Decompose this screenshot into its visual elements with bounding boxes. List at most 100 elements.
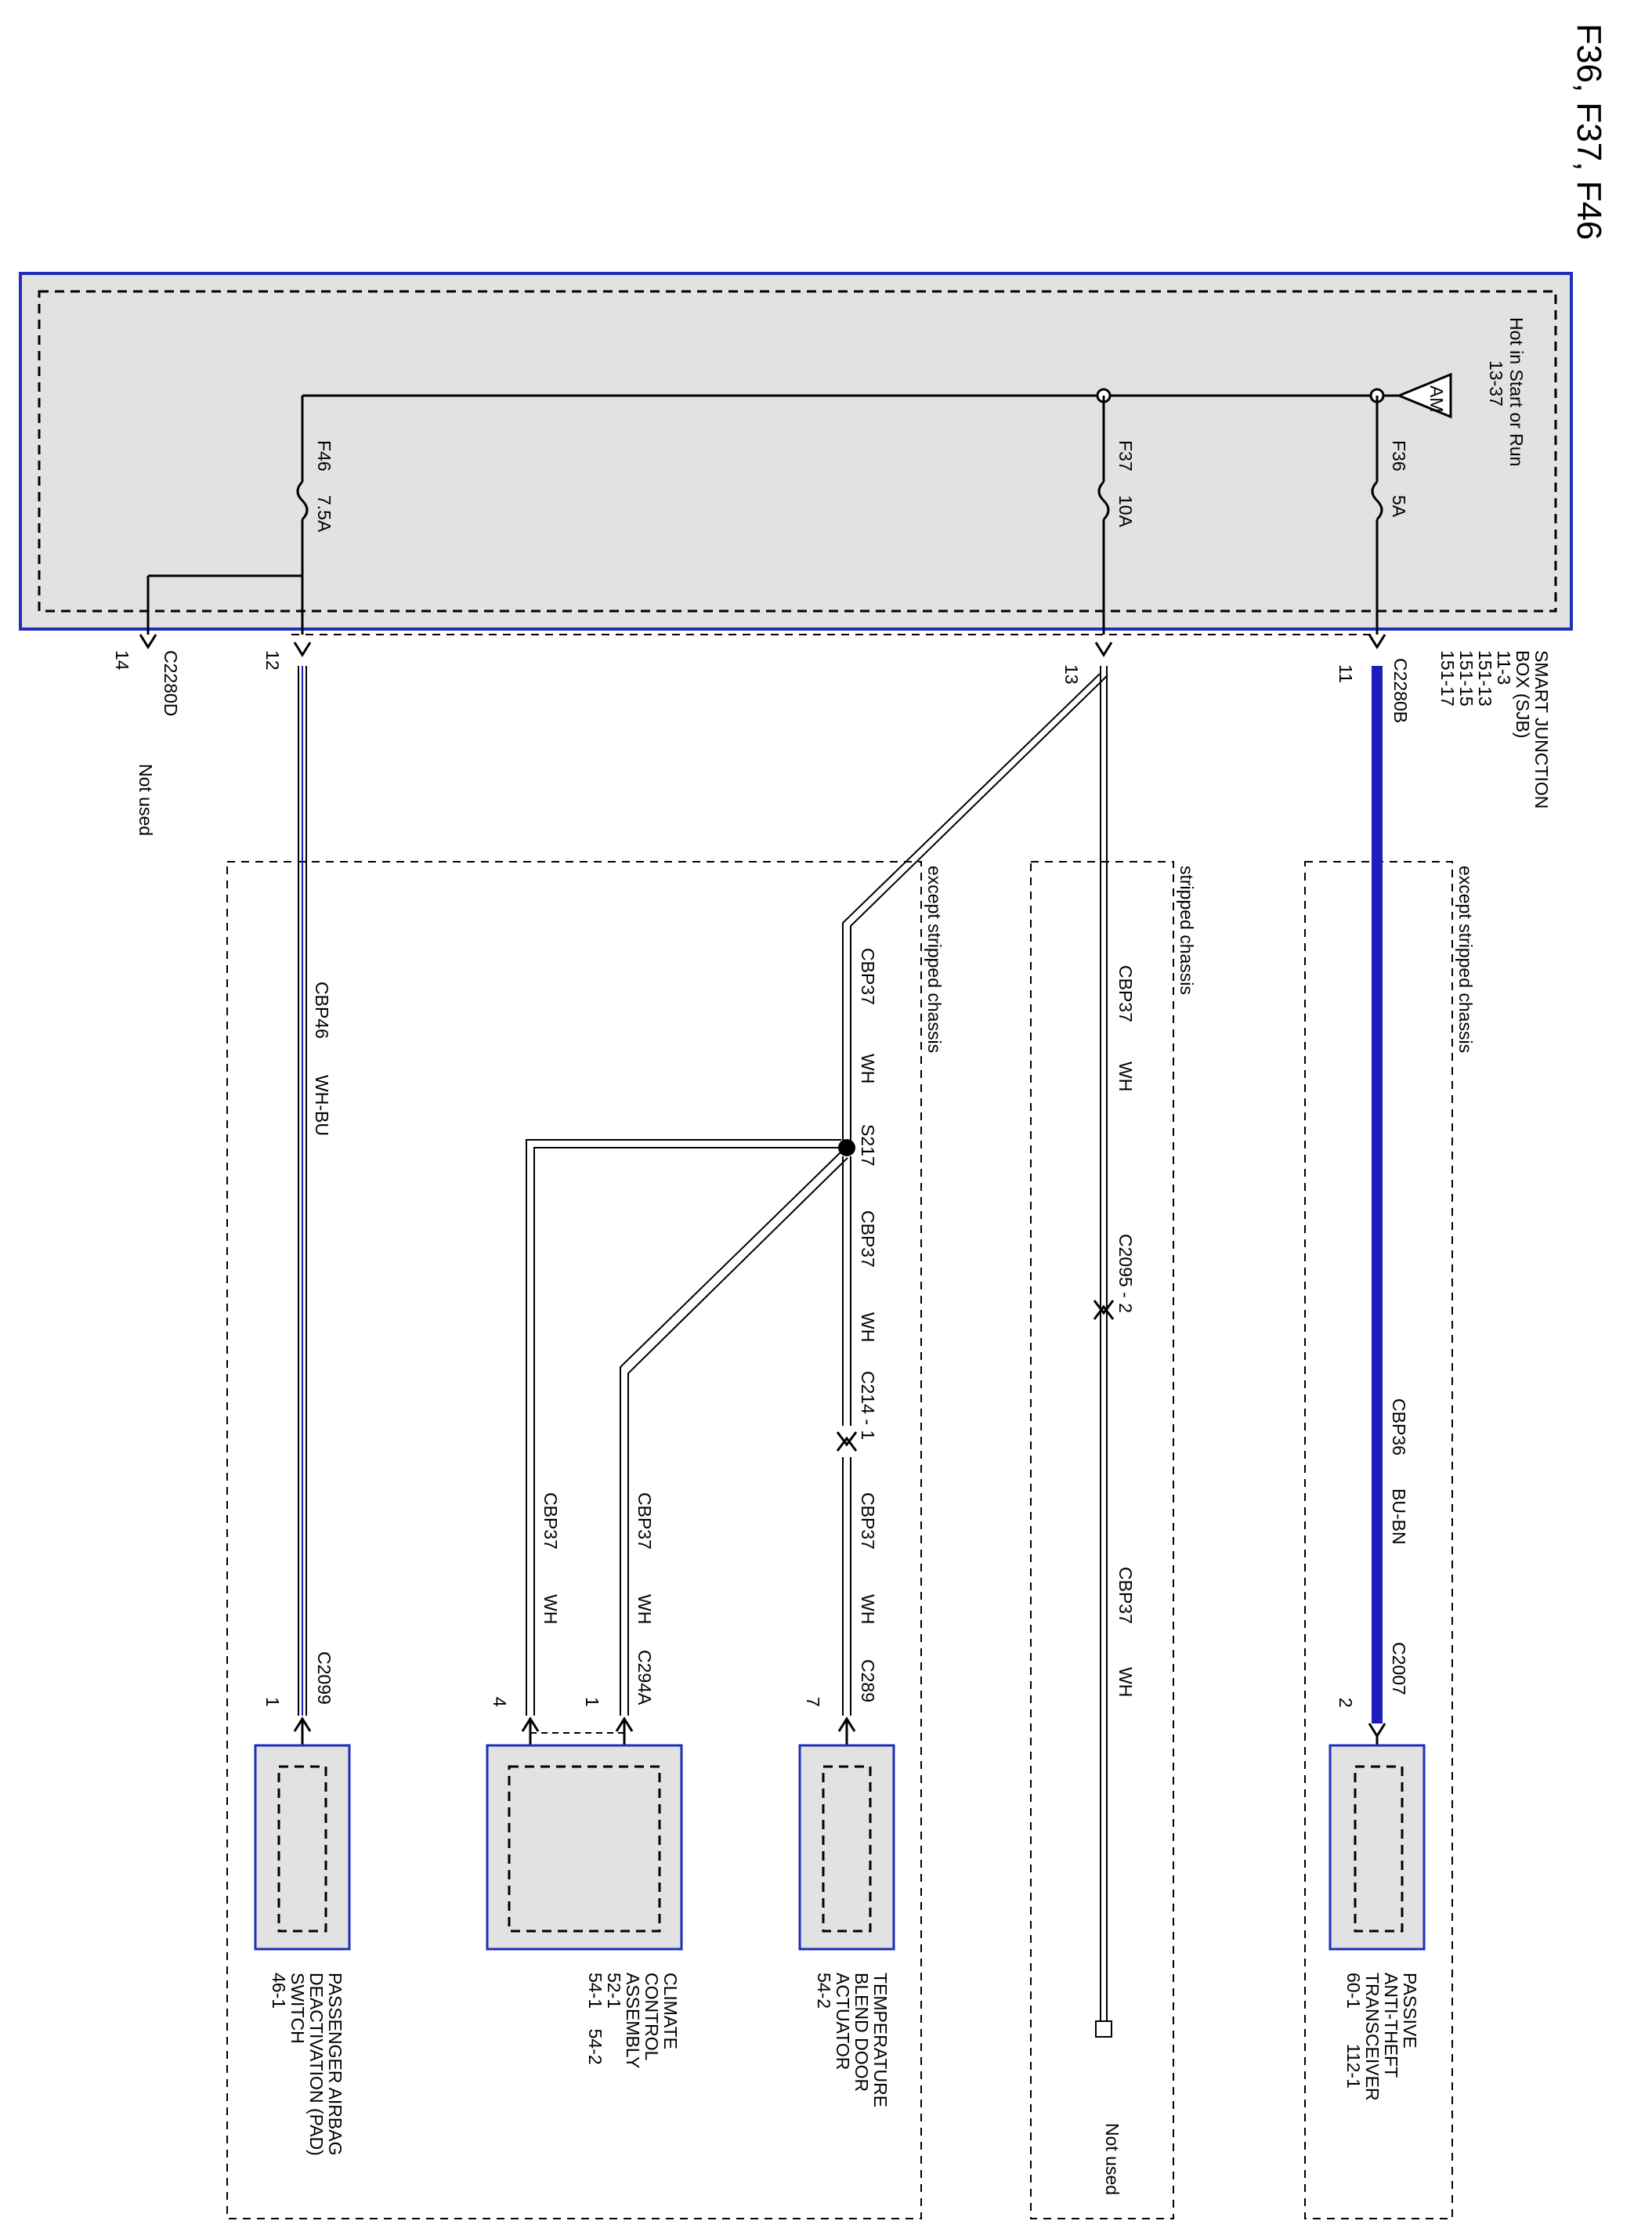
- svg-text:151-15: 151-15: [1456, 650, 1477, 707]
- svg-text:CONTROL: CONTROL: [642, 1973, 662, 2061]
- svg-text:F46: F46: [314, 440, 334, 472]
- connector-c2280b: C2280B: [1390, 658, 1411, 723]
- svg-text:WH: WH: [1115, 1062, 1136, 1091]
- svg-text:CBP46: CBP46: [312, 982, 332, 1039]
- smart-junction-box: AM Hot in Start or Run 13-37 F36 5A F37 …: [19, 272, 1573, 635]
- connector-c2099: C2099 1: [262, 1651, 334, 1767]
- component-climate-control-assembly: CLIMATE CONTROL ASSEMBLY 52-1 54-1 54-2: [486, 1744, 683, 2068]
- wire-cbp37-stripped: CBP37 WH CBP37 WH: [1100, 666, 1136, 2021]
- svg-text:C2007: C2007: [1389, 1642, 1409, 1695]
- svg-text:60-1 112-1: 60-1 112-1: [1343, 1973, 1364, 2089]
- region-right-label: except stripped chassis: [1455, 866, 1476, 1053]
- svg-text:46-1: 46-1: [269, 1973, 289, 2009]
- svg-text:ANTI-THEFT: ANTI-THEFT: [1381, 1973, 1401, 2078]
- wire-cbp37-to-s217: CBP37 WH: [842, 673, 1108, 1144]
- svg-text:WH: WH: [858, 1594, 878, 1624]
- svg-text:C214 - 1: C214 - 1: [858, 1371, 878, 1440]
- svg-text:7: 7: [803, 1697, 823, 1707]
- inline-connector-c214: C214 - 1: [836, 1371, 878, 1452]
- svg-text:11-3: 11-3: [1494, 650, 1514, 685]
- svg-text:BU-BN: BU-BN: [1389, 1488, 1409, 1545]
- sjb-connector-chevrons: [139, 634, 1386, 657]
- region-middle-label: stripped chassis: [1177, 866, 1197, 995]
- svg-text:CBP37: CBP37: [1115, 965, 1136, 1022]
- svg-text:C2099: C2099: [314, 1651, 334, 1705]
- svg-text:151-17: 151-17: [1437, 650, 1458, 707]
- svg-text:CBP37: CBP37: [634, 1492, 655, 1550]
- svg-text:DEACTIVATION (PAD): DEACTIVATION (PAD): [306, 1973, 327, 2156]
- region-left: [226, 861, 922, 2219]
- wire-cbp37-c294a-pin1: CBP37 WH: [620, 1151, 848, 1716]
- svg-text:CBP37: CBP37: [858, 948, 878, 1005]
- region-left-label: except stripped chassis: [924, 866, 945, 1053]
- connector-c289: C289 7: [803, 1659, 878, 1767]
- am-relay-symbol: AM: [1396, 372, 1452, 419]
- svg-text:CLIMATE: CLIMATE: [660, 1973, 681, 2049]
- wire-cbp37-c289: CBP37 WH: [842, 1457, 878, 1716]
- svg-text:CBP36: CBP36: [1389, 1398, 1409, 1456]
- fuse-f37: F37 10A: [1097, 396, 1136, 635]
- svg-text:C294A: C294A: [634, 1650, 655, 1705]
- svg-text:WH: WH: [540, 1594, 561, 1624]
- svg-text:TEMPERATURE: TEMPERATURE: [870, 1973, 891, 2107]
- svg-text:S217: S217: [858, 1124, 878, 1166]
- connector-c2007: C2007 2: [1336, 1642, 1409, 1769]
- svg-text:WH: WH: [858, 1312, 878, 1342]
- component-pats: PASSIVE ANTI-THEFT TRANSCEIVER 60-1 112-…: [1328, 1744, 1426, 2101]
- pin-14: 14: [112, 650, 132, 671]
- fuse-f46: F46 7.5A: [146, 396, 334, 635]
- not-used-d14: Not used: [136, 764, 156, 836]
- svg-text:5A: 5A: [1389, 495, 1409, 518]
- svg-text:4: 4: [490, 1697, 510, 1707]
- svg-text:10A: 10A: [1115, 495, 1136, 528]
- svg-text:ACTUATOR: ACTUATOR: [833, 1973, 853, 2070]
- svg-text:WH: WH: [634, 1594, 655, 1624]
- svg-text:BOX (SJB): BOX (SJB): [1513, 650, 1533, 738]
- svg-text:WH: WH: [858, 1054, 878, 1083]
- component-pad-switch: PASSENGER AIRBAG DEACTIVATION (PAD) SWIT…: [254, 1744, 351, 2156]
- svg-text:1: 1: [582, 1697, 602, 1707]
- svg-text:AM: AM: [1426, 385, 1447, 413]
- svg-text:2: 2: [1336, 1698, 1356, 1708]
- svg-text:WH: WH: [1115, 1667, 1136, 1697]
- supply-label: Hot in Start or Run: [1506, 317, 1527, 466]
- svg-text:BLEND DOOR: BLEND DOOR: [851, 1973, 872, 2092]
- svg-text:CBP37: CBP37: [858, 1492, 878, 1550]
- inline-connector-c2095: C2095 - 2: [1093, 1234, 1136, 1320]
- supply-ref: 13-37: [1486, 360, 1506, 407]
- fuse-f36: F36 5A: [1371, 396, 1409, 635]
- pin-13: 13: [1061, 664, 1082, 685]
- svg-text:F37: F37: [1115, 440, 1136, 472]
- svg-text:54-1 54-2: 54-1 54-2: [585, 1973, 605, 2065]
- wire-cbp36: CBP36 BU-BN: [1372, 666, 1409, 1723]
- svg-text:Not used: Not used: [1102, 2123, 1122, 2195]
- svg-text:TRANSCEIVER: TRANSCEIVER: [1362, 1973, 1383, 2101]
- region-middle: [1030, 861, 1174, 2219]
- page-title: F36, F37, F46: [1570, 24, 1608, 240]
- svg-text:C289: C289: [858, 1659, 878, 1702]
- svg-text:CBP37: CBP37: [540, 1492, 561, 1550]
- svg-text:1: 1: [262, 1697, 283, 1707]
- svg-text:SMART JUNCTION: SMART JUNCTION: [1531, 650, 1552, 808]
- svg-text:54-2: 54-2: [814, 1973, 834, 2009]
- splice-s217: S217: [838, 1124, 878, 1166]
- pin-12: 12: [262, 650, 283, 671]
- svg-text:SWITCH: SWITCH: [287, 1973, 308, 2044]
- terminal-not-used-mid: Not used: [1095, 2020, 1122, 2195]
- svg-text:PASSIVE: PASSIVE: [1400, 1973, 1420, 2049]
- sjb-name-label: SMART JUNCTION BOX (SJB) 11-3 151-13 151…: [1437, 650, 1552, 808]
- svg-text:ASSEMBLY: ASSEMBLY: [623, 1973, 643, 2068]
- pin-11: 11: [1336, 664, 1356, 683]
- svg-text:CBP37: CBP37: [1115, 1567, 1136, 1624]
- svg-text:F36: F36: [1389, 440, 1409, 472]
- connector-c294a: C294A 1 4: [490, 1650, 655, 1767]
- svg-text:151-13: 151-13: [1475, 650, 1495, 707]
- svg-text:CBP37: CBP37: [858, 1210, 878, 1268]
- wire-cbp46: CBP46 WH-BU: [298, 666, 332, 1716]
- component-temperature-blend-door-actuator: TEMPERATURE BLEND DOOR ACTUATOR 54-2: [798, 1744, 895, 2107]
- svg-text:7.5A: 7.5A: [314, 495, 334, 533]
- wire-cbp37-c294a-pin4: CBP37 WH: [526, 1139, 841, 1716]
- svg-text:C2095 - 2: C2095 - 2: [1115, 1234, 1136, 1313]
- svg-text:PASSENGER AIRBAG: PASSENGER AIRBAG: [325, 1973, 345, 2155]
